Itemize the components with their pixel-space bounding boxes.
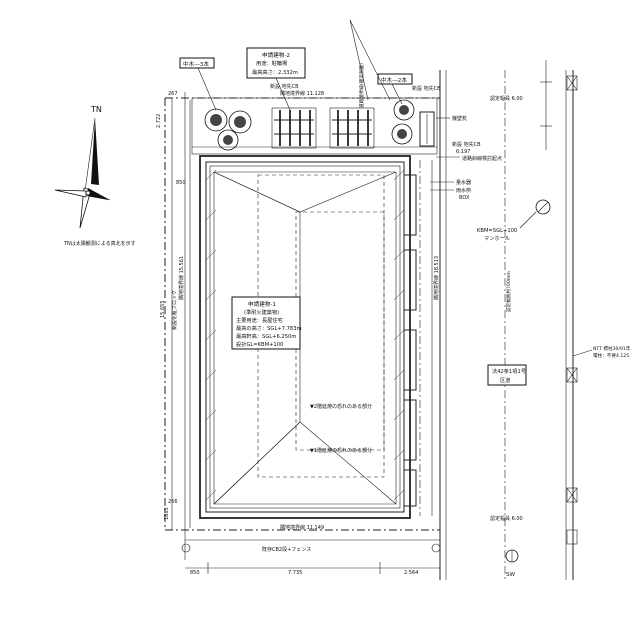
building1-height: 最高の高さ：SGL+7.783m bbox=[236, 324, 302, 332]
manhole-label: マンホール bbox=[484, 235, 510, 242]
tree-icon bbox=[204, 108, 228, 132]
sw-label: SW bbox=[506, 572, 516, 578]
law-label-box: 法42条1項1号 区道 bbox=[487, 364, 527, 386]
dim-top-left: 267 bbox=[168, 91, 178, 97]
road-width-bottom: 認定幅員 6.00 bbox=[490, 515, 523, 522]
dim-1883: 1883 bbox=[164, 507, 170, 520]
building1-label: 申請建物-1 (準耐火建築物) 主要用途：長屋住宅 最高の高さ：SGL+7.78… bbox=[231, 296, 302, 350]
pole-label2: 電柱：不要4.125 bbox=[593, 352, 629, 359]
building1-name: 申請建物-1 bbox=[248, 300, 276, 308]
dim-850b: 850 bbox=[190, 570, 200, 576]
note-eave-upper: ▼2階延焼の恐れのある部分 bbox=[310, 403, 372, 410]
building1-fire: (準耐火建築物) bbox=[244, 308, 279, 316]
manhole-icon bbox=[535, 199, 551, 215]
building1-eave: 最高軒高：SGL+6.250m bbox=[236, 332, 296, 340]
bike-rack bbox=[329, 107, 375, 149]
new-block-label: 新設化粧ブロック bbox=[171, 290, 178, 330]
tree-icon bbox=[217, 129, 239, 151]
road-boundary-top: 道路境界線(確定測量) bbox=[358, 63, 365, 108]
neighbor-line-top: 隣地境界線 11.128 bbox=[280, 90, 324, 97]
new-gate-top2: 新設 地先CB bbox=[412, 85, 441, 92]
dim-2564: 2.564 bbox=[404, 570, 418, 576]
new-gate-top: 新設 地先CB bbox=[270, 83, 299, 90]
law-label: 法42条1項1号 bbox=[492, 367, 526, 375]
top-area bbox=[191, 97, 438, 155]
tree-icon bbox=[391, 123, 413, 145]
balcony bbox=[403, 174, 417, 507]
building1-gl: 設計GL=KBM+100 bbox=[236, 340, 283, 348]
building2-use: 用途：駐輪場 bbox=[256, 59, 287, 67]
main-building bbox=[199, 155, 433, 519]
tree-icon bbox=[228, 110, 252, 134]
tree-icon bbox=[393, 99, 415, 121]
bike-rack bbox=[271, 107, 317, 149]
sw-marker-icon bbox=[505, 549, 519, 563]
road-width-top: 認定幅員 6.00 bbox=[490, 95, 523, 102]
building1-use: 主要用途：長屋住宅 bbox=[236, 316, 283, 324]
tree-zone-labels: 中木―3本 中木―2本 bbox=[179, 57, 413, 111]
road-dim-label: 認定幅員約700mm bbox=[505, 271, 512, 312]
north-label: TN bbox=[90, 105, 102, 114]
road-edges bbox=[439, 70, 578, 580]
north-note: TNは太陽観測による真北を示す bbox=[63, 240, 136, 247]
tree-label-east: 中木―2本 bbox=[381, 76, 407, 84]
neighbor-left-label: 隣地境界線 15.561 bbox=[178, 256, 185, 300]
pole-label: NTT 標柱30/91年 bbox=[593, 345, 631, 352]
north-arrow: TN TNは太陽観測による真北を示す bbox=[54, 105, 136, 247]
kbm-label: KBM=SGL+100 bbox=[477, 228, 517, 234]
new-cb-label: 新設 地先CB bbox=[452, 141, 481, 148]
water-meter-label: 量水器 bbox=[456, 179, 471, 186]
boundary-right-label: 隣地境界線 18.513 bbox=[433, 256, 440, 300]
box-label: BOX bbox=[459, 195, 470, 201]
existing-cb-label: 既存CB2段+フェンス bbox=[262, 546, 311, 553]
law-label2: 区道 bbox=[500, 376, 510, 384]
dim-7735: 7.735 bbox=[288, 570, 302, 576]
road-slope-label: 道路斜線検討起点 bbox=[462, 155, 502, 162]
building2-height: 最高高さ：2.332m bbox=[252, 68, 298, 76]
neighbor-bottom-label: 隣地境界線 11.149 bbox=[280, 524, 324, 531]
tree-label-west: 中木―3本 bbox=[183, 60, 209, 68]
dim-6197: 6.197 bbox=[456, 149, 470, 155]
building2-label: 申請建物-2 用途：駐輪場 最高高さ：2.332m bbox=[246, 47, 306, 111]
drain-label: 雨水桝 bbox=[456, 187, 471, 194]
dim-2722: 2.722 bbox=[156, 114, 162, 128]
fence-label: 擁壁杭 bbox=[452, 115, 467, 122]
dim-266: 266 bbox=[168, 499, 178, 505]
dim-15655: 15.655 bbox=[160, 301, 166, 319]
dim-850: 850 bbox=[176, 180, 186, 186]
building2-name: 申請建物-2 bbox=[262, 51, 290, 59]
note-eave-lower: ▼1階延焼の恐れのある部分 bbox=[310, 447, 372, 454]
